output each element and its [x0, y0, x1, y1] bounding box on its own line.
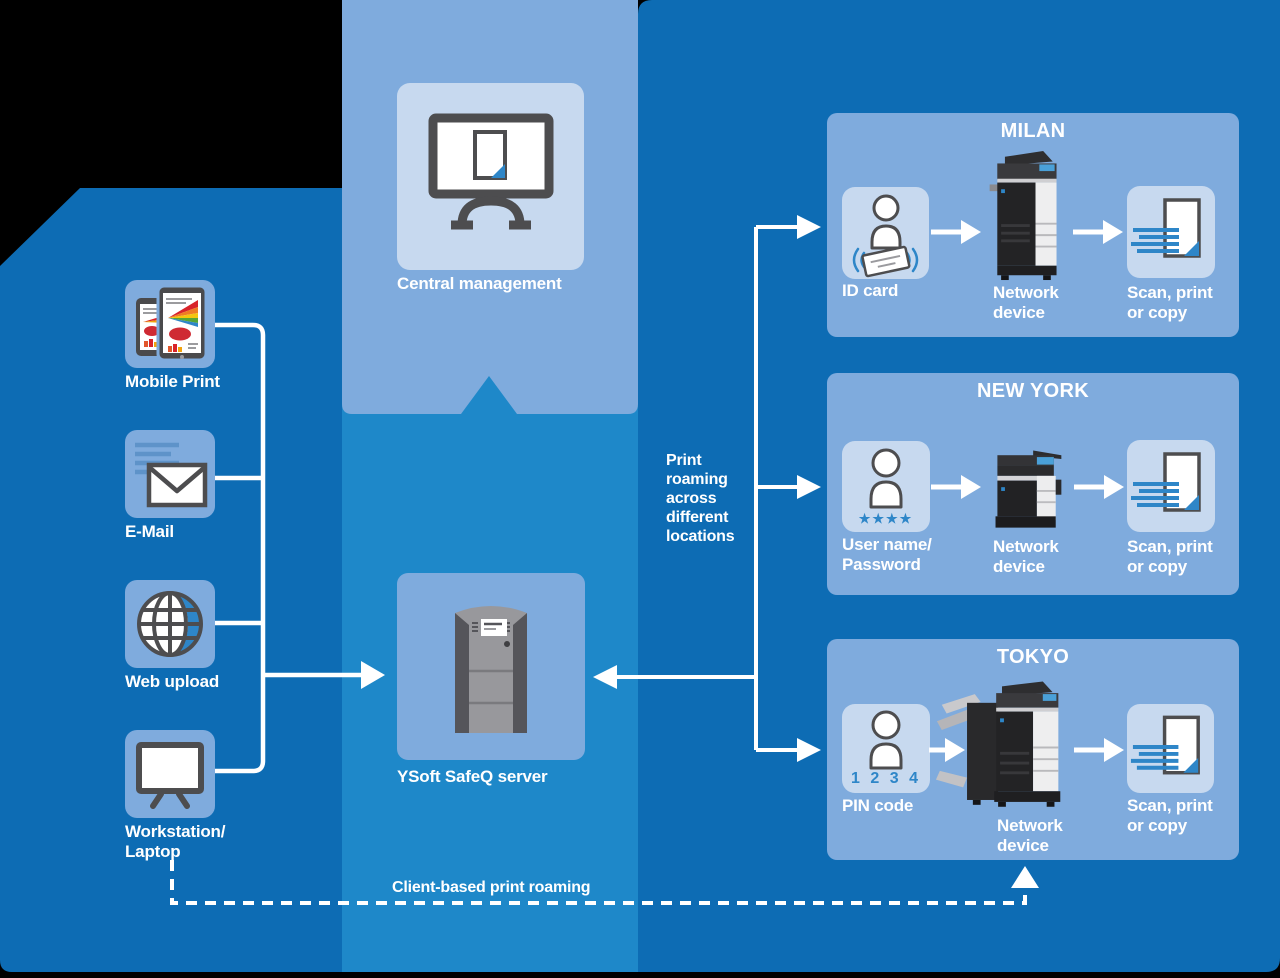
- milan-output-tile: [1127, 186, 1215, 278]
- server-tile: [397, 573, 585, 760]
- source-label-workstation: Workstation/ Laptop: [125, 822, 226, 861]
- presentation-screen-icon: [428, 113, 553, 230]
- scan-print-copy-icon: [1131, 452, 1201, 512]
- client-roaming-dashed-line: [170, 860, 1027, 905]
- password-stars: ★★★★: [858, 511, 914, 526]
- milan-auth-tile: [842, 187, 929, 279]
- source-connectors: [215, 322, 362, 774]
- tokyo-auth-tile: 1 2 3 4: [842, 704, 930, 793]
- central-management-tile: [397, 83, 584, 270]
- mobile-print-icon: [136, 284, 208, 362]
- source-label-web-upload: Web upload: [125, 672, 220, 691]
- source-tile-web-upload: [125, 580, 215, 668]
- web-upload-icon: [137, 591, 203, 657]
- location-box-newyork: NEW YORK ★★★★ User name/ Password Networ: [827, 373, 1239, 595]
- arrow-into-milan: [797, 215, 821, 239]
- milan-auth-label: ID card: [842, 281, 899, 300]
- newyork-output-tile: [1127, 440, 1215, 532]
- source-tile-mobile-print: [125, 280, 215, 368]
- tokyo-auth-label: PIN code: [842, 796, 914, 815]
- milan-output-label: Scan, print or copy: [1127, 283, 1213, 322]
- newyork-title: NEW YORK: [976, 380, 1090, 402]
- newyork-device-label: Network device: [993, 537, 1059, 576]
- central-management-label: Central management: [397, 274, 562, 293]
- arrow-into-tokyo: [797, 738, 821, 762]
- arrow-into-server-left: [361, 661, 385, 689]
- newyork-auth-label: User name/ Password: [842, 535, 932, 574]
- source-label-mobile-print: Mobile Print: [125, 372, 220, 391]
- source-tile-email: [125, 430, 215, 518]
- arrow-into-server-right: [593, 665, 617, 689]
- tokyo-title: TOKYO: [996, 646, 1070, 668]
- id-card-icon: [852, 194, 919, 278]
- source-label-email: E-Mail: [125, 522, 174, 541]
- tokyo-device-label: Network device: [997, 816, 1063, 855]
- newyork-arrow-auth-to-device: [931, 475, 981, 499]
- tokyo-output-label: Scan, print or copy: [1127, 796, 1213, 835]
- scan-print-copy-icon: [1130, 715, 1200, 775]
- upward-flow-triangle: [461, 376, 517, 414]
- milan-title: MILAN: [1000, 120, 1066, 142]
- email-icon: [135, 442, 208, 508]
- print-roaming-label: Print roaming across different locations: [666, 452, 735, 545]
- newyork-output-label: Scan, print or copy: [1127, 537, 1213, 576]
- newyork-printer: [995, 450, 1062, 528]
- server-icon: [455, 605, 527, 733]
- tokyo-output-tile: [1127, 704, 1214, 793]
- arrow-into-newyork: [797, 475, 821, 499]
- client-roaming-up-arrow: [1011, 866, 1039, 888]
- milan-arrow-device-to-output: [1073, 220, 1123, 244]
- scan-print-copy-icon: [1131, 198, 1201, 258]
- tokyo-arrow-auth-to-device: [929, 738, 965, 762]
- tokyo-arrow-device-to-output: [1074, 738, 1124, 762]
- server-label: YSoft SafeQ server: [397, 767, 548, 786]
- location-box-milan: MILAN ID card: [827, 113, 1239, 337]
- milan-device-label: Network device: [993, 283, 1059, 322]
- newyork-auth-tile: ★★★★: [842, 441, 930, 532]
- workstation-icon: [136, 742, 204, 809]
- roaming-connectors: [616, 225, 797, 752]
- milan-arrow-auth-to-device: [931, 220, 981, 244]
- username-password-icon: [869, 448, 903, 509]
- location-box-tokyo: TOKYO 1 2 3 4 PIN code: [827, 639, 1239, 860]
- tokyo-printer: [935, 681, 1061, 807]
- source-tile-workstation: [125, 730, 215, 818]
- newyork-arrow-device-to-output: [1074, 475, 1124, 499]
- milan-printer: [989, 151, 1057, 281]
- pin-digits: 1 2 3 4: [851, 770, 921, 787]
- client-roaming-label: Client-based print roaming: [392, 879, 591, 896]
- pin-code-icon: [869, 710, 903, 770]
